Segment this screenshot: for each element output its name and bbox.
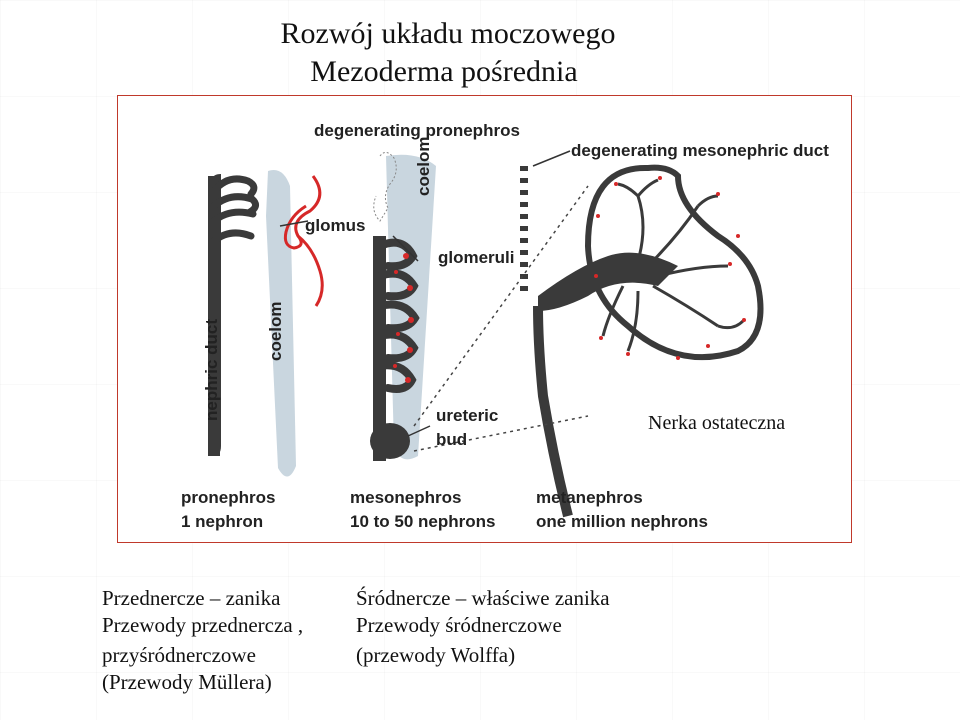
zoom-lines (413, 185, 589, 452)
coelom-middle-shape (386, 154, 436, 460)
label-nephric-duct: nephric duct (202, 318, 221, 421)
kidney-outline (584, 164, 764, 361)
stage-name-metanephros: metanephros (536, 488, 643, 507)
label-coelom-left: coelom (266, 301, 285, 361)
label-coelom-middle: coelom (414, 136, 433, 196)
caption-right-line-3: (przewody Wolffa) (356, 643, 516, 667)
label-ureteric: ureteric (436, 406, 499, 425)
mesonephric-duct (373, 236, 386, 461)
renal-pelvis (538, 252, 678, 311)
label-glomus: glomus (305, 216, 366, 235)
slide-title: Rozwój układu moczowego (280, 17, 616, 50)
figure-drawing (208, 150, 764, 518)
kidney-glomeruli-dots (594, 176, 746, 360)
caption-right-line-1: Śródnercze – właściwe zanika (356, 586, 610, 610)
collecting-tree (601, 178, 745, 352)
glomus-vessel-2 (297, 234, 324, 307)
label-degenerating-mesonephric-duct: degenerating mesonephric duct (571, 141, 829, 160)
kidney-development-figure: degenerating pronephros degenerating mes… (117, 95, 852, 543)
label-arrows (279, 150, 571, 437)
stage-count-metanephros: one million nephrons (536, 512, 708, 531)
stage-name-mesonephros: mesonephros (350, 488, 462, 507)
caption-left-line-2: Przewody przednercza , (102, 613, 304, 637)
label-bud: bud (436, 430, 468, 449)
label-degenerating-pronephros: degenerating pronephros (314, 121, 520, 140)
label-glomeruli: glomeruli (438, 248, 515, 267)
caption-left-line-3: przyśródnerczowe (102, 643, 256, 667)
degenerating-mesonephric-duct-dashes (520, 166, 528, 291)
ureter (533, 305, 573, 518)
caption-right-line-2: Przewody śródnerczowe (356, 613, 562, 637)
slide-subtitle: Mezoderma pośrednia (310, 55, 578, 88)
glomeruli-dots (393, 253, 414, 383)
caption-left-line-4: (Przewody Müllera) (102, 670, 272, 694)
pronephric-tubules (210, 175, 259, 245)
stage-name-pronephros: pronephros (181, 488, 276, 507)
stage-count-mesonephros: 10 to 50 nephrons (350, 512, 496, 531)
stage-count-pronephros: 1 nephron (181, 512, 264, 531)
degenerating-pronephros-sketch (373, 152, 397, 222)
glomus-vessel (283, 175, 322, 250)
nephric-duct-left-body (208, 176, 220, 456)
ureteric-bud-shape (370, 423, 410, 459)
caption-left-line-1: Przednercze – zanika (102, 586, 281, 610)
label-nerka-ostateczna: Nerka ostateczna (648, 412, 786, 434)
